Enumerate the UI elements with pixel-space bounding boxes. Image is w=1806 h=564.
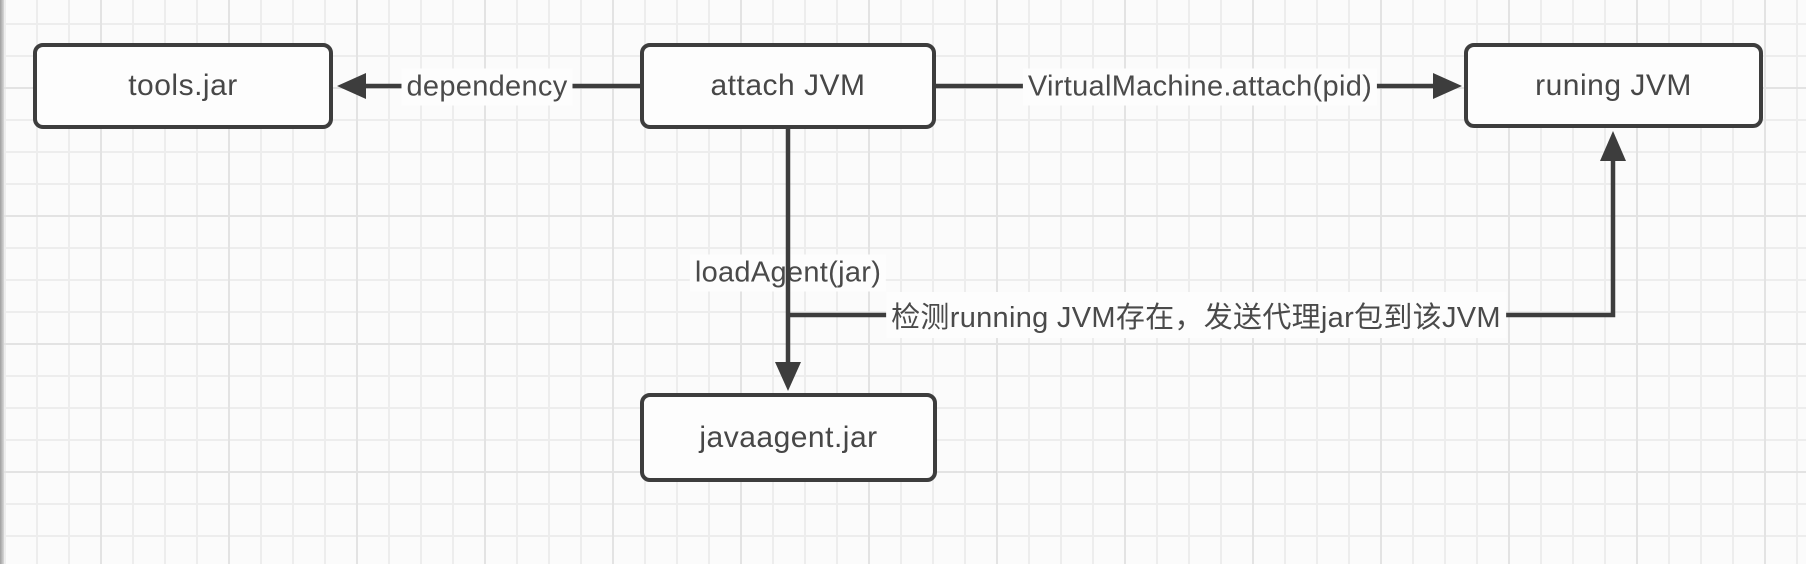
canvas-left-edge — [0, 0, 4, 564]
node-tools-jar: tools.jar — [33, 43, 333, 129]
arrowhead-down-icon — [775, 362, 801, 391]
arrowhead-left-icon — [337, 73, 366, 99]
node-runing-jvm-label: runing JVM — [1535, 68, 1692, 102]
node-attach-jvm: attach JVM — [640, 43, 936, 129]
edge-label-dependency: dependency — [401, 68, 573, 106]
edge-loadagent — [775, 129, 801, 391]
edge-label-virtualmachine-attach: VirtualMachine.attach(pid) — [1022, 68, 1378, 106]
node-runing-jvm: runing JVM — [1464, 43, 1763, 128]
node-javaagent-jar-label: javaagent.jar — [699, 420, 878, 454]
node-tools-jar-label: tools.jar — [128, 69, 238, 102]
node-attach-jvm-label: attach JVM — [710, 69, 866, 102]
arrowhead-right-icon — [1433, 73, 1462, 99]
arrowhead-up-icon — [1600, 131, 1626, 161]
edge-label-detect-running-jvm: 检测running JVM存在，发送代理jar包到该JVM — [886, 292, 1506, 338]
node-javaagent-jar: javaagent.jar — [640, 393, 937, 482]
